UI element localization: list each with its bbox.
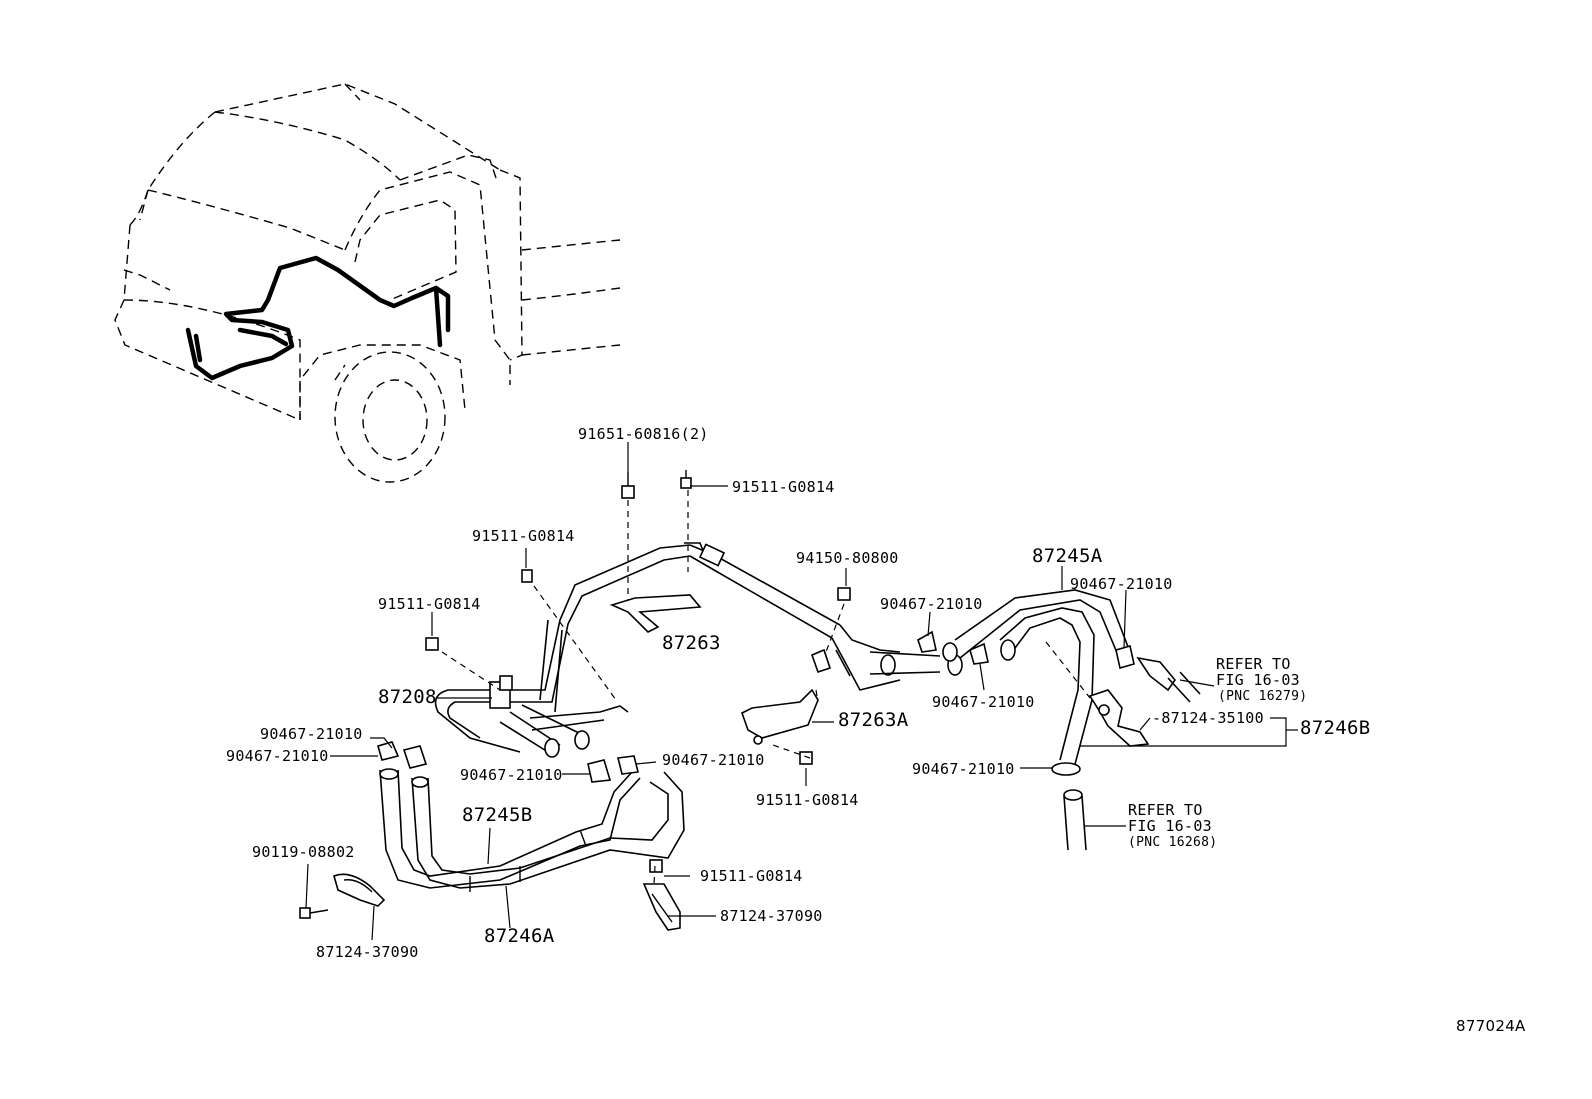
clips-87124-37090 — [333, 873, 681, 931]
locator-lines — [441, 490, 845, 885]
label-90467-21010-e: 90467-21010 — [226, 747, 329, 765]
label-87246b: 87246B — [1300, 717, 1371, 739]
reference-note-upper-line3: (PNC 16279) — [1218, 689, 1308, 704]
label-87263: 87263 — [662, 632, 721, 654]
label-87263a: 87263A — [838, 709, 909, 731]
reference-note-lower-line1: REFER TO — [1128, 801, 1203, 819]
truck-cab-illustration — [114, 83, 621, 483]
reference-note-lower-line2: FIG 16-03 — [1128, 817, 1212, 835]
label-87246a: 87246A — [484, 925, 555, 947]
upper-pipes — [609, 542, 963, 745]
label-87208: 87208 — [378, 686, 437, 708]
label-90467-21010-g: 90467-21010 — [662, 751, 765, 769]
label-90467-21010-c: 90467-21010 — [932, 693, 1035, 711]
label-87124-37090-left: 87124-37090 — [316, 943, 419, 961]
label-90119-08802: 90119-08802 — [252, 843, 355, 861]
reference-note-lower-line3: (PNC 16268) — [1128, 835, 1218, 850]
label-90467-21010-d: 90467-21010 — [260, 725, 363, 743]
figure-id: 877024A — [1456, 1017, 1526, 1035]
label-91511-g0814-low: 91511-G0814 — [700, 867, 803, 885]
leader-lines — [305, 442, 1298, 941]
label-91511-g0814-left1: 91511-G0814 — [472, 527, 575, 545]
right-hoses — [917, 589, 1201, 851]
label-91511-g0814-left2: 91511-G0814 — [378, 595, 481, 613]
label-94150-80800: 94150-80800 — [796, 549, 899, 567]
cab-hose-route — [185, 255, 451, 381]
lower-hoses — [377, 741, 685, 892]
reference-note-upper-line2: FIG 16-03 — [1216, 671, 1300, 689]
label-87124-35100: -87124-35100 — [1152, 709, 1264, 727]
bracket-assembly-87208 — [434, 544, 691, 758]
label-91651-60816: 91651-60816(2) — [578, 425, 709, 443]
label-90467-21010-a: 90467-21010 — [1070, 575, 1173, 593]
reference-note-upper-line1: REFER TO — [1216, 655, 1291, 673]
label-90467-21010-b: 90467-21010 — [880, 595, 983, 613]
label-87124-37090-right: 87124-37090 — [720, 907, 823, 925]
label-87245b: 87245B — [462, 804, 533, 826]
bolts — [299, 470, 851, 919]
label-91511-g0814-top: 91511-G0814 — [732, 478, 835, 496]
label-91511-g0814-mid: 91511-G0814 — [756, 791, 859, 809]
label-90467-21010-i: 90467-21010 — [912, 760, 1015, 778]
label-87245a: 87245A — [1032, 545, 1103, 567]
label-90467-21010-f: 90467-21010 — [460, 766, 563, 784]
